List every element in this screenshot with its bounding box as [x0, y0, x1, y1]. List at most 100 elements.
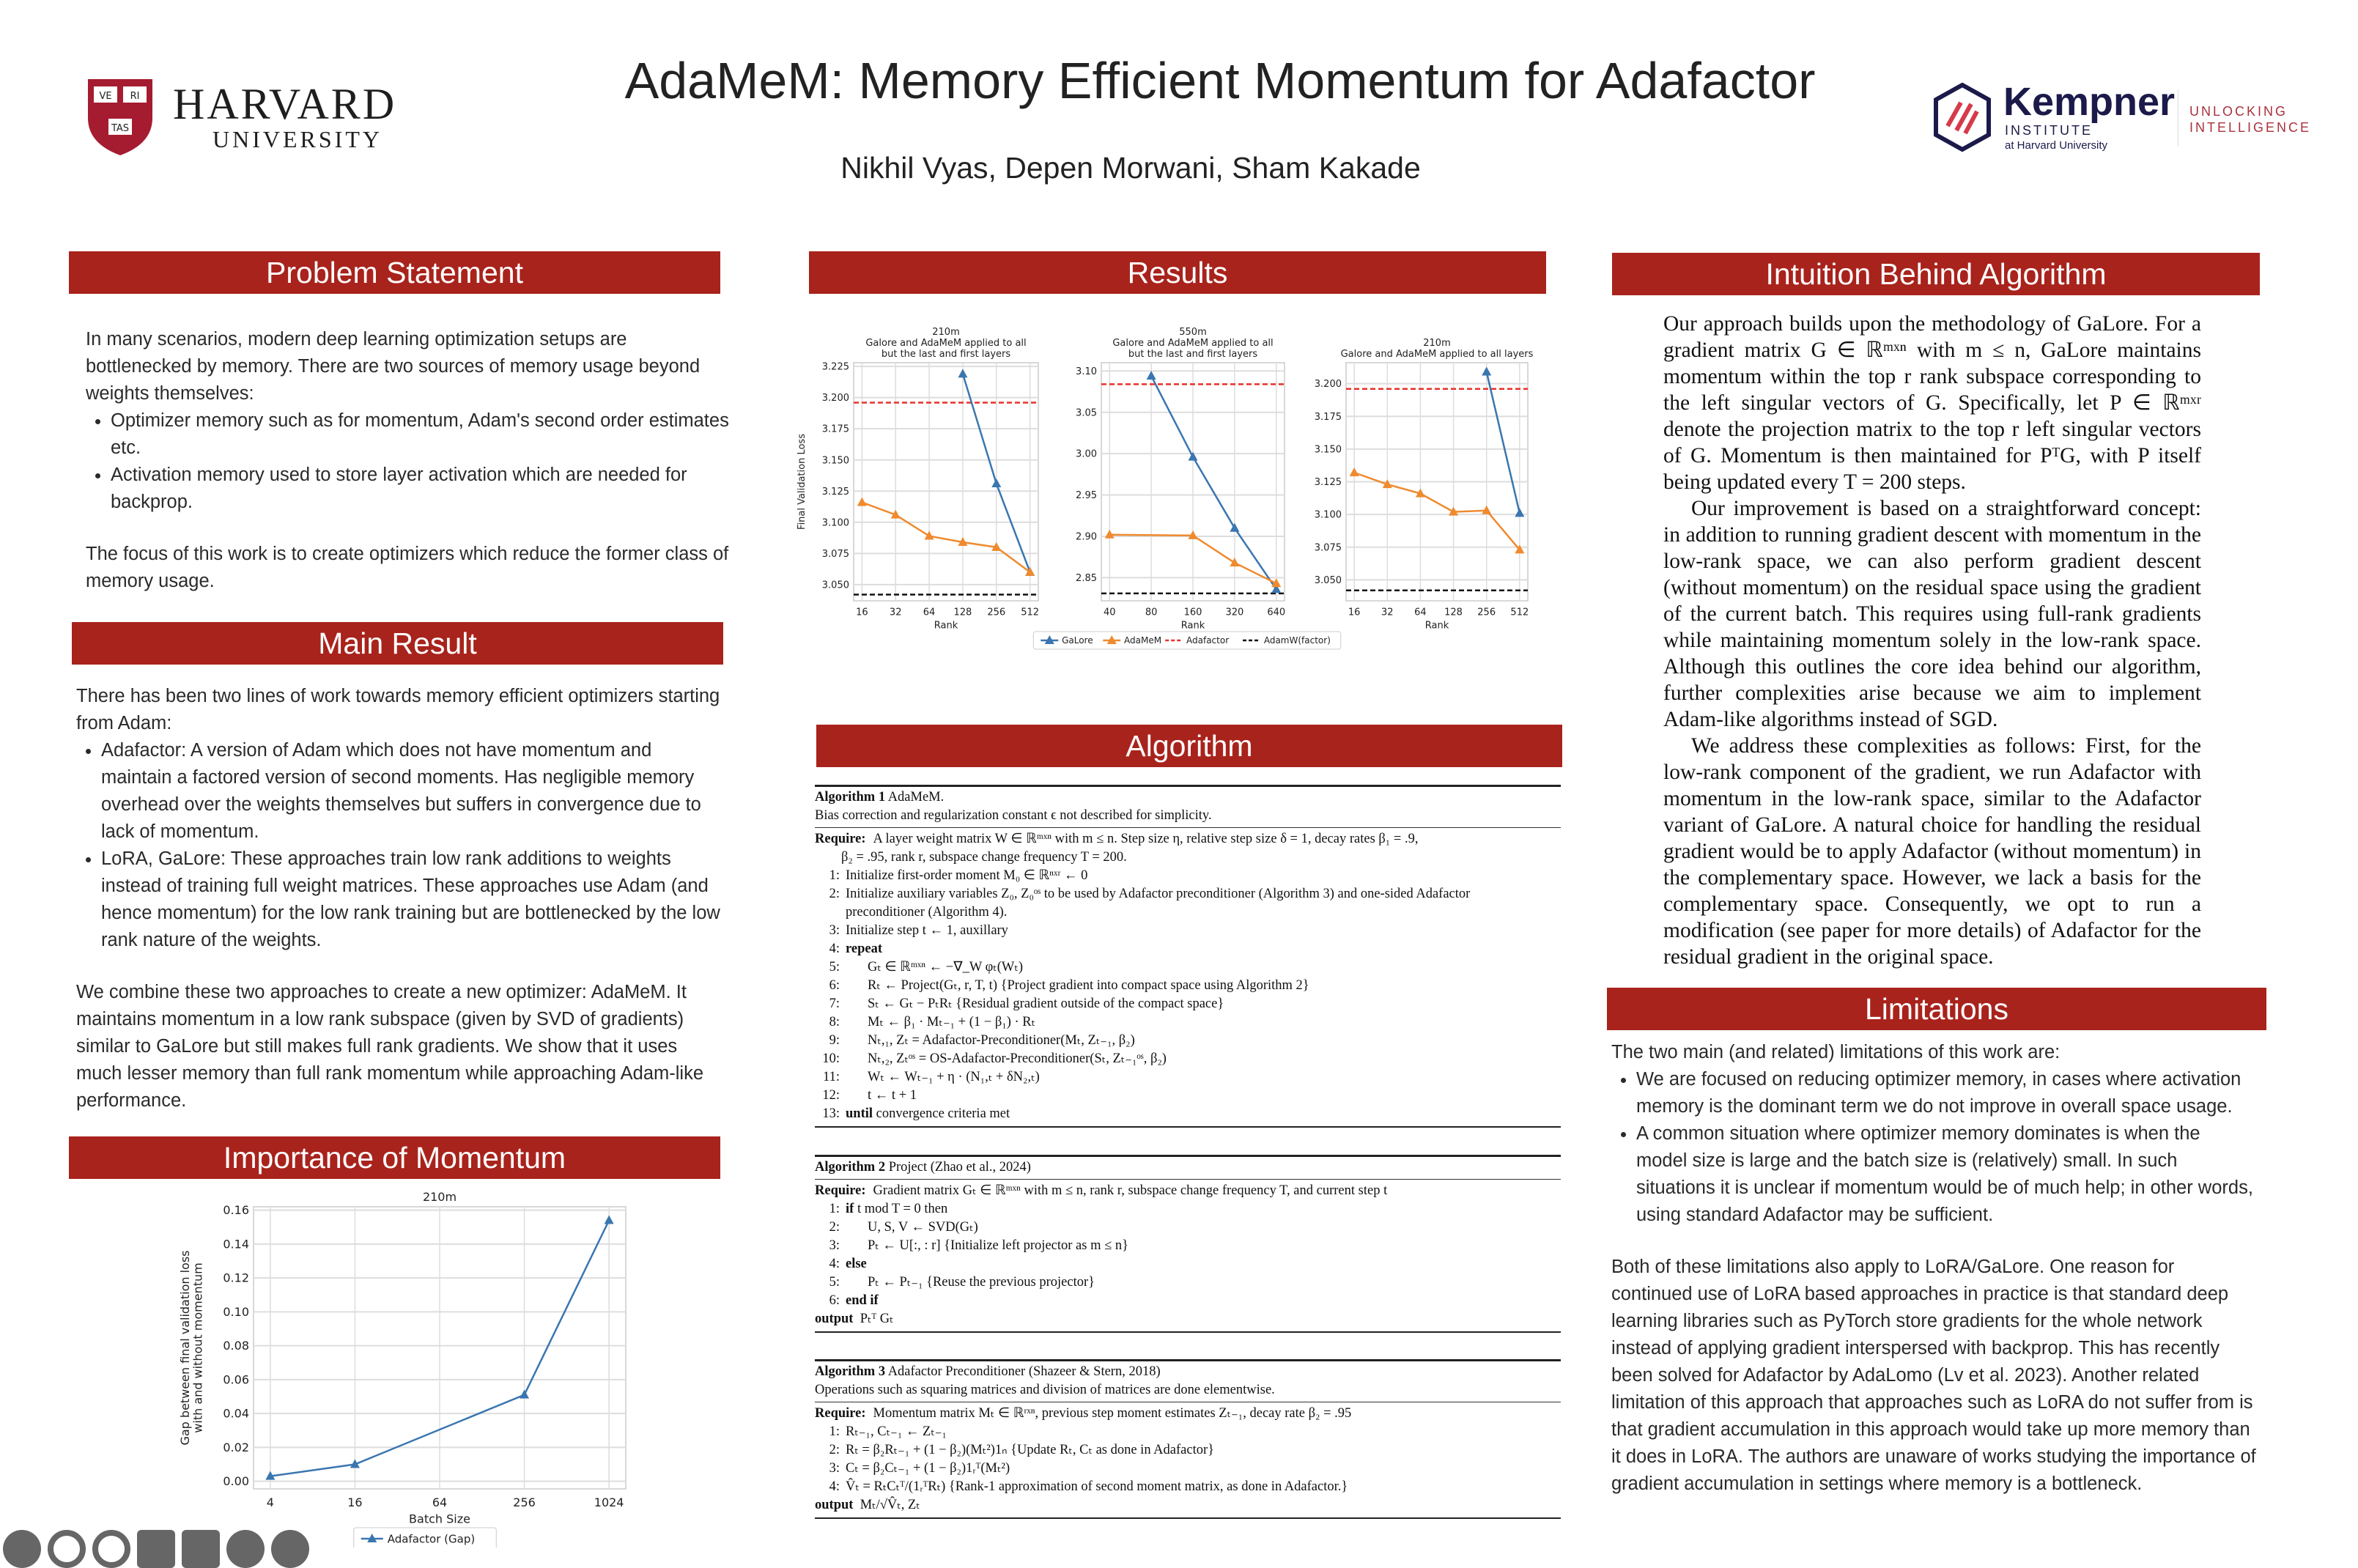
line-text: t mod T = 0 then — [854, 1202, 948, 1216]
line-text: Rₜ = β₂Rₜ₋₁ + (1 − β₂)(Mₜ²)1ₙ {Update Rₜ… — [846, 1443, 1215, 1457]
adamem-line — [861, 501, 1031, 573]
chart-title: Galore and AdaMeM applied to all — [865, 338, 1026, 349]
legend-box — [353, 1527, 497, 1547]
paragraph: Our improvement is based on a straightfo… — [1663, 497, 2201, 731]
line-number: 5: — [829, 1275, 840, 1290]
algorithm-note: Bias correction and regularization const… — [815, 808, 1212, 823]
y-axis-label: Gap between final validation loss — [178, 1250, 192, 1445]
paragraph: There has been two lines of work towards… — [76, 686, 720, 733]
x-tick-label: 64 — [923, 607, 936, 618]
line-number: 6: — [829, 978, 840, 993]
algorithm-caption: Algorithm 1 AdaMeM.Bias correction and r… — [815, 787, 1561, 828]
y-tick-label: 3.050 — [822, 580, 849, 591]
next-icon[interactable] — [271, 1530, 309, 1568]
require-text: A layer weight matrix W ∈ ℝᵐˣⁿ with m ≤ … — [873, 832, 1419, 846]
line-text: Sₜ ← Gₜ − PₜRₜ {Residual gradient outsid… — [868, 996, 1224, 1011]
x-tick-label: 256 — [987, 607, 1005, 618]
data-point — [604, 1215, 614, 1224]
chart-title: 550m — [1179, 327, 1206, 338]
algorithm-body: Require:A layer weight matrix W ∈ ℝᵐˣⁿ w… — [815, 828, 1561, 1126]
algorithm-title: Algorithm 2 — [815, 1160, 886, 1175]
line-number: 3: — [829, 1461, 840, 1476]
bullet: We are focused on reducing optimizer mem… — [1636, 1066, 2256, 1120]
chart-title: but the last and first layers — [1128, 349, 1258, 360]
y-tick-label: 3.125 — [1315, 477, 1342, 488]
captions-icon[interactable] — [137, 1530, 175, 1568]
algorithm-line: preconditioner (Algorithm 4). — [815, 903, 1561, 922]
limitations-header: Limitations — [1607, 988, 2266, 1030]
chart-title: Galore and AdaMeM applied to all — [1112, 338, 1273, 349]
algorithm-line: 13:until convergence criteria met — [815, 1105, 1561, 1123]
line-number: 4: — [829, 942, 840, 956]
indent — [846, 1050, 868, 1068]
algorithm-line: 6:Rₜ ← Project(Gₜ, r, T, t) {Project gra… — [815, 977, 1561, 995]
line-text: Cₜ = β₂Cₜ₋₁ + (1 − β₂)1ᵣᵀ(Mₜ²) — [846, 1461, 1010, 1476]
kempner-logo: Kempner INSTITUTE at Harvard University … — [1932, 80, 2309, 155]
bullet: LoRA, GaLore: These approaches train low… — [101, 846, 721, 954]
data-point — [1271, 578, 1282, 588]
keyword: end if — [846, 1293, 879, 1308]
algorithm-line: 1:if t mod T = 0 then — [815, 1200, 1561, 1218]
search-icon[interactable] — [92, 1530, 130, 1568]
y-tick-label: 3.050 — [1315, 575, 1342, 586]
main-result-header: Main Result — [72, 622, 723, 665]
y-tick-label: 0.10 — [223, 1305, 249, 1319]
x-tick-label: 40 — [1104, 607, 1116, 618]
algorithm-body: Require:Gradient matrix Gₜ ∈ ℝᵐˣⁿ with m… — [815, 1180, 1561, 1331]
bullet: Optimizer memory such as for momentum, A… — [111, 407, 731, 462]
require-keyword: Require: — [815, 1406, 866, 1421]
x-tick-label: 4 — [267, 1495, 274, 1509]
x-axis-label: Batch Size — [409, 1512, 470, 1526]
line-text: Gₜ ∈ ℝᵐˣⁿ ← −∇_W φₜ(Wₜ) — [868, 960, 1023, 975]
kempner-tag2: INTELLIGENCE — [2189, 120, 2312, 135]
data-point — [924, 530, 934, 540]
y-tick-label: 0.00 — [223, 1474, 249, 1488]
poster-title: AdaMeM: Memory Efficient Momentum for Ad… — [624, 52, 1816, 109]
x-tick-label: 16 — [856, 607, 868, 618]
more-icon[interactable] — [226, 1530, 265, 1568]
paragraph: Both of these limitations also apply to … — [1611, 1257, 2256, 1494]
data-point — [1449, 506, 1459, 516]
data-point — [1188, 451, 1198, 461]
poster-authors: Nikhil Vyas, Depen Morwani, Sham Kakade — [840, 151, 1421, 185]
keyword: output — [815, 1312, 854, 1326]
algorithm-line: 3:Pₜ ← U[:, : r] {Initialize left projec… — [815, 1237, 1561, 1255]
indent — [846, 995, 868, 1013]
chart-title: 210m — [932, 327, 959, 338]
y-tick-label: 0.04 — [223, 1407, 249, 1421]
edit-icon[interactable] — [3, 1530, 41, 1568]
y-tick-label: 3.100 — [1315, 510, 1342, 521]
algorithm-note: Operations such as squaring matrices and… — [815, 1383, 1275, 1397]
x-tick-label: 64 — [1414, 607, 1427, 618]
y-tick-label: 3.150 — [822, 455, 849, 466]
keyword: else — [846, 1257, 867, 1271]
algorithm-block: Algorithm 3 Adafactor Preconditioner (Sh… — [815, 1359, 1561, 1519]
line-number — [815, 903, 846, 922]
indent — [846, 958, 868, 977]
pen-icon[interactable] — [48, 1530, 86, 1568]
algorithm-line: 3:Initialize step t ← 1, auxillary — [815, 922, 1561, 940]
y-axis-label: with and without momentum — [191, 1262, 205, 1432]
intuition-header: Intuition Behind Algorithm — [1612, 253, 2260, 295]
algorithm-line: 2:U, S, V ← SVD(Gₜ) — [815, 1218, 1561, 1237]
data-point — [958, 537, 968, 547]
line-number: 6: — [829, 1293, 840, 1308]
algorithm-name: AdaMeM. — [885, 790, 945, 805]
indent — [846, 1032, 868, 1050]
line-text: Pₜ ← U[:, : r] {Initialize left projecto… — [868, 1238, 1128, 1253]
algorithm-caption: Algorithm 3 Adafactor Preconditioner (Sh… — [815, 1361, 1561, 1402]
adafactor-gap--line — [270, 1219, 610, 1477]
x-tick-label: 80 — [1145, 607, 1158, 618]
keyword: repeat — [846, 942, 882, 956]
algorithm-name: Project (Zhao et al., 2024) — [885, 1160, 1031, 1175]
kempner-sub2: at Harvard University — [2005, 139, 2108, 152]
camera-icon[interactable] — [182, 1530, 220, 1568]
algorithm-line: 5:Pₜ ← Pₜ₋₁ {Reuse the previous projecto… — [815, 1273, 1561, 1292]
algorithm-line: 3: Cₜ = β₂Cₜ₋₁ + (1 − β₂)1ᵣᵀ(Mₜ²) — [815, 1460, 1561, 1478]
data-point — [1515, 508, 1525, 517]
y-tick-label: 0.06 — [223, 1372, 249, 1386]
x-tick-label: 128 — [954, 607, 972, 618]
line-text: V̂ₜ = RₜCₜᵀ/(1ᵣᵀRₜ) {Rank-1 approximatio… — [846, 1479, 1348, 1494]
galore-line — [1150, 375, 1277, 590]
